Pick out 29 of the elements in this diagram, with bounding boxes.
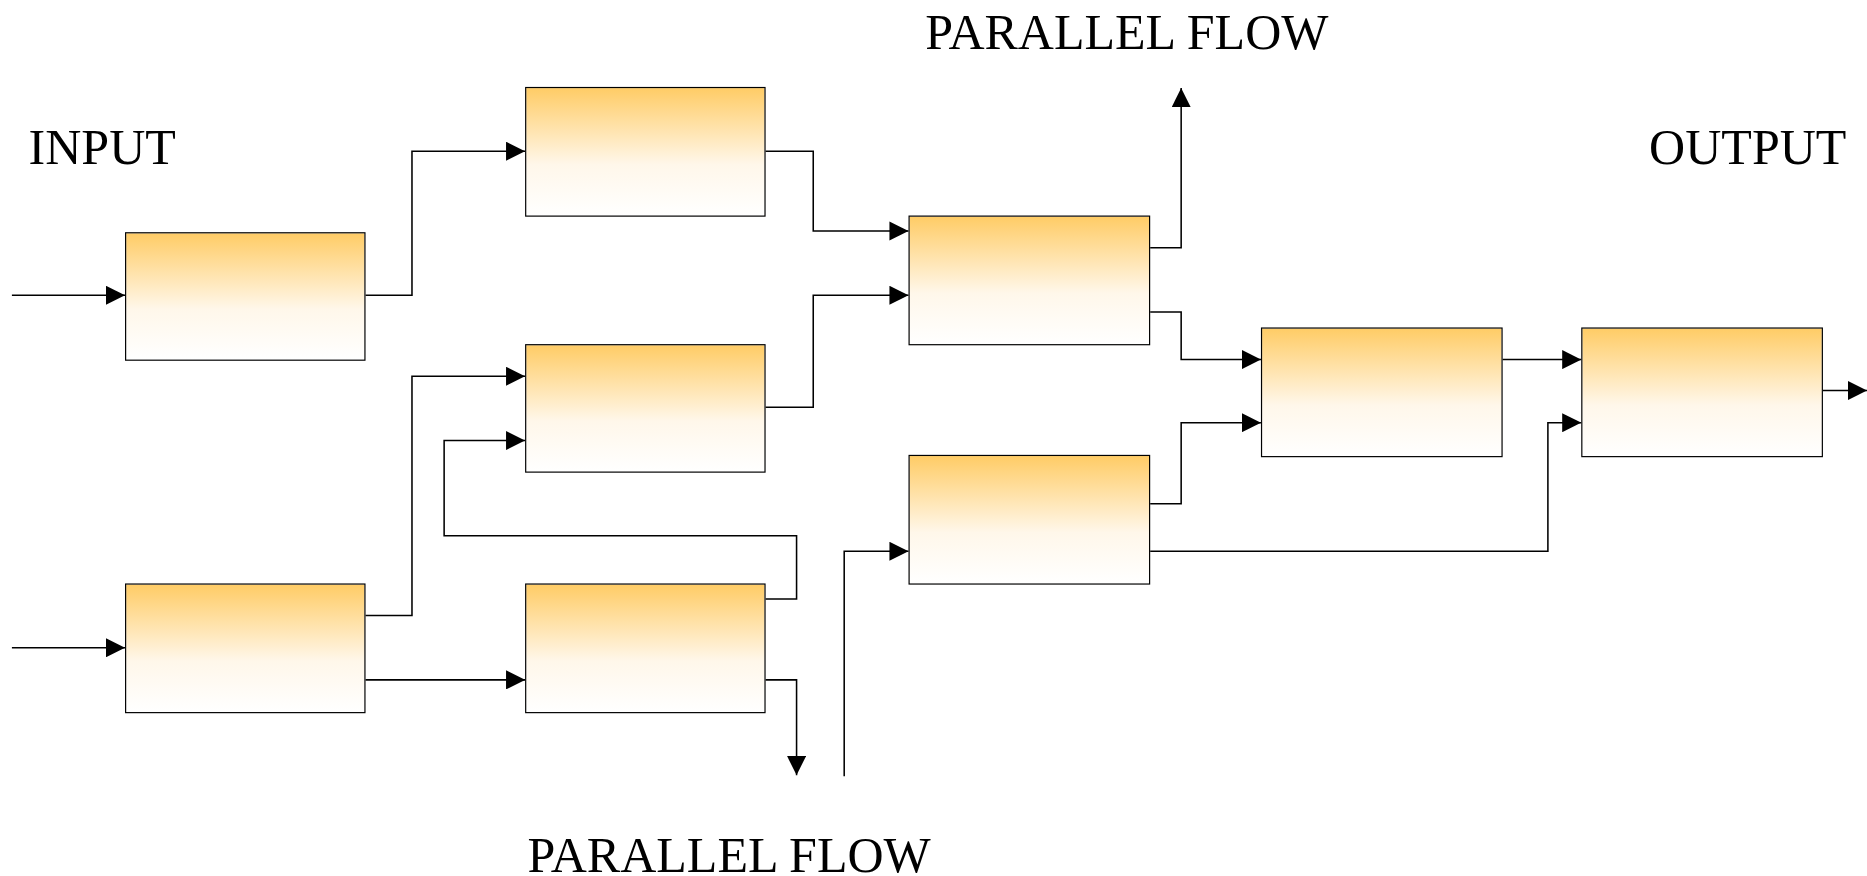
arrow [1149, 413, 1582, 553]
process-box [525, 86, 766, 217]
flow-label: PARALLEL FLOW [925, 7, 1329, 58]
arrow [1149, 413, 1262, 505]
arrow [364, 366, 526, 617]
process-box [1260, 327, 1503, 458]
arrow [11, 638, 126, 658]
arrow [443, 431, 798, 600]
arrow [11, 285, 126, 305]
flow-label: OUTPUT [1649, 122, 1847, 173]
arrow [843, 541, 910, 778]
process-box [1581, 327, 1823, 458]
arrow [364, 670, 526, 690]
arrow [1149, 311, 1262, 370]
arrow [764, 150, 910, 241]
process-box [525, 344, 766, 473]
process-box [908, 454, 1151, 585]
flow-label: PARALLEL FLOW [527, 829, 931, 876]
flow-label: INPUT [28, 122, 176, 173]
process-box [125, 232, 366, 361]
process-box [908, 215, 1151, 346]
arrow [1822, 381, 1867, 401]
arrow [364, 141, 526, 297]
arrow [1149, 87, 1191, 249]
process-box [125, 583, 366, 714]
arrow [1501, 350, 1582, 370]
arrow [764, 285, 910, 408]
process-box [525, 583, 766, 714]
arrow [764, 679, 807, 776]
